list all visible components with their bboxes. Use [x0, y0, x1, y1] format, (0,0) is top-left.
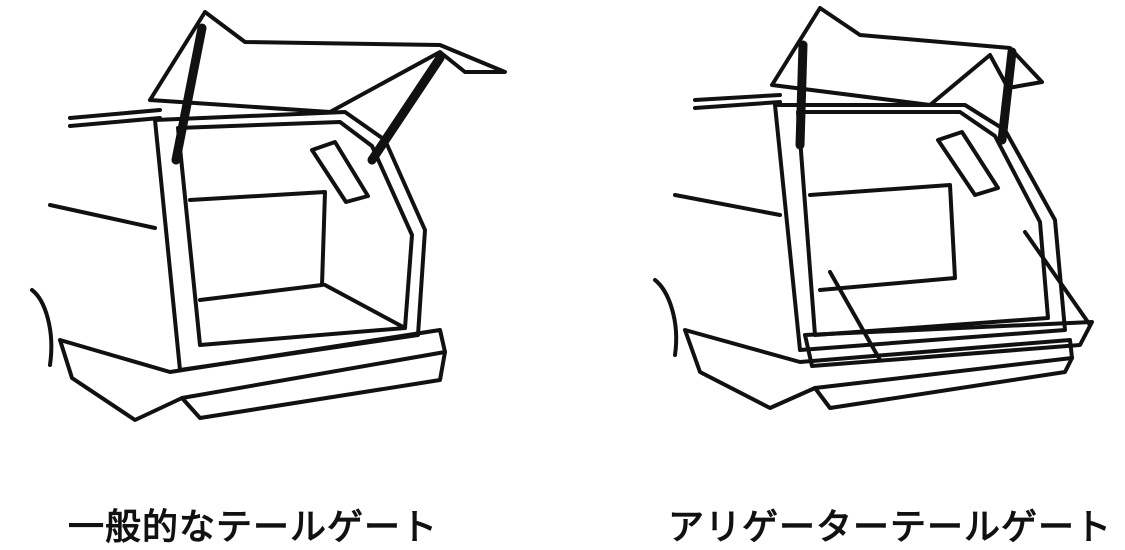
liftgate-lid: [148, 10, 507, 114]
right-support-strut: [1023, 230, 1092, 327]
body-side: [673, 193, 782, 217]
cargo-back-wall: [188, 190, 327, 302]
alligator-tailgate-car-illustration: [653, 6, 1094, 410]
wheel-arch: [653, 278, 679, 357]
door-frame: [773, 103, 1067, 352]
body-side: [48, 203, 157, 230]
side-window: [936, 130, 1000, 197]
liftgate-lid: [770, 6, 1044, 107]
door-opening: [796, 110, 1050, 337]
cargo-back-wall: [808, 183, 957, 292]
roof-line: [693, 93, 782, 102]
alligator-tailgate-caption: アリゲーターテールゲート: [668, 507, 1113, 548]
roof-line-lower: [693, 100, 782, 110]
wheel-arch: [30, 288, 54, 367]
roof-line: [68, 108, 162, 120]
cargo-floor: [323, 283, 407, 330]
right-gas-strut: [367, 53, 445, 165]
standard-tailgate-caption: 一般的なテールゲート: [68, 507, 439, 548]
standard-tailgate-car-illustration: [30, 10, 507, 422]
lowered-tailgate-platform: [803, 320, 1094, 368]
roof-line-lower: [68, 116, 162, 128]
side-window: [310, 140, 370, 204]
door-opening: [176, 120, 414, 347]
right-gas-strut: [997, 47, 1017, 145]
left-support-strut: [828, 270, 882, 362]
rear-bumper: [58, 328, 447, 422]
rear-bumper: [683, 328, 1074, 410]
bumper-bottom: [813, 356, 1074, 410]
bumper-bottom: [180, 350, 447, 420]
